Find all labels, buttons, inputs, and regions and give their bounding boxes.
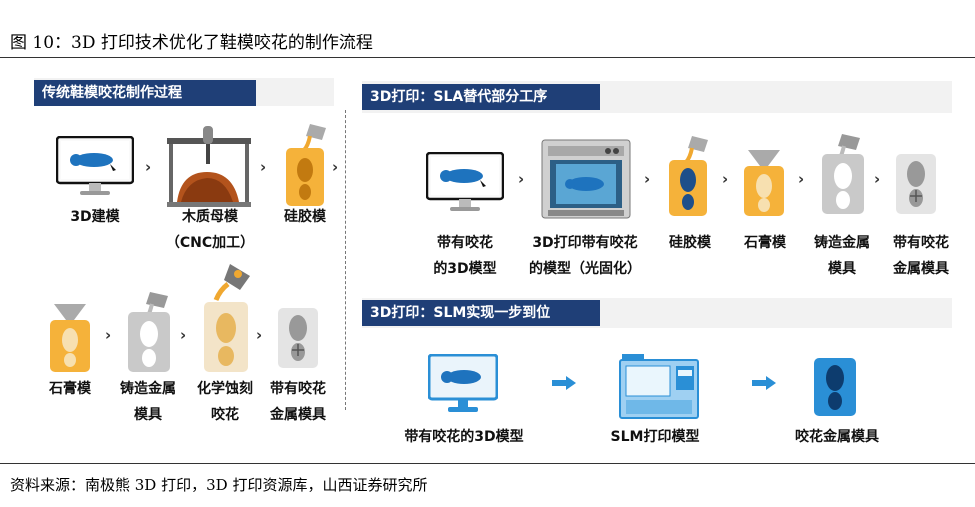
step-label: 化学蚀刻: [197, 381, 253, 397]
bottom-rule: [0, 463, 975, 464]
monitor-shoe-icon: [426, 152, 504, 216]
blue-metal-mold-icon: [812, 356, 858, 418]
step-label: 金属模具: [893, 261, 949, 277]
top-rule: [0, 57, 975, 58]
left-panel-header: 传统鞋模咬花制作过程: [34, 80, 256, 106]
step-label: 硅胶模: [284, 209, 326, 225]
step-label: 咬花金属模具: [795, 429, 879, 445]
step-label: SLM打印模型: [610, 429, 700, 445]
sla-panel-header: 3D打印：SLA替代部分工序: [362, 84, 600, 110]
step-label: 带有咬花: [893, 235, 949, 251]
arrow-right-icon: [752, 376, 776, 390]
arrow-right-icon: ›: [518, 170, 525, 188]
arrow-right-icon: ›: [332, 158, 339, 176]
arrow-right-icon: ›: [644, 170, 651, 188]
arrow-right-icon: [552, 376, 576, 390]
step-label: 3D打印带有咬花: [532, 235, 638, 251]
casting-mold-icon: [124, 290, 176, 374]
cnc-machine-icon: [163, 124, 255, 208]
slm-machine-text: SLM: [634, 349, 649, 356]
metal-mold-icon: [276, 306, 320, 370]
step-label: 3D建模: [70, 209, 120, 225]
plaster-mold-icon: [46, 302, 94, 374]
silicone-mold-icon: [664, 134, 714, 218]
step-label: 咬花: [211, 407, 239, 423]
arrow-right-icon: ›: [256, 326, 263, 344]
arrow-right-icon: ›: [180, 326, 187, 344]
arrow-right-icon: ›: [798, 170, 805, 188]
silicone-mold-icon: [280, 122, 332, 208]
sla-printer-icon: [540, 138, 632, 220]
arrow-right-icon: ›: [722, 170, 729, 188]
source-note: 资料来源：南极熊 3D 打印，3D 打印资源库，山西证券研究所: [10, 476, 428, 494]
arrow-right-icon: ›: [105, 326, 112, 344]
step-label: （CNC加工）: [165, 235, 255, 251]
step-label: 石膏模: [49, 381, 91, 397]
step-label: 金属模具: [270, 407, 326, 423]
arrow-right-icon: ›: [145, 158, 152, 176]
plaster-mold-icon: [742, 148, 786, 218]
step-label: 硅胶模: [669, 235, 711, 251]
step-label: 带有咬花: [270, 381, 326, 397]
figure-title: 图 10：3D 打印技术优化了鞋模咬花的制作流程: [10, 33, 373, 53]
casting-mold-icon: [818, 132, 868, 216]
step-label: 铸造金属: [120, 381, 176, 397]
step-label: 铸造金属: [814, 235, 870, 251]
metal-mold-icon: [894, 152, 938, 216]
chemical-etch-icon: [200, 262, 256, 374]
panel-divider: [345, 110, 346, 410]
slm-printer-icon: [618, 348, 700, 420]
arrow-right-icon: ›: [874, 170, 881, 188]
step-label: 木质母模: [182, 209, 238, 225]
step-label: 模具: [134, 407, 162, 423]
step-label: 模具: [828, 261, 856, 277]
monitor-shoe-icon: [56, 136, 134, 200]
monitor-shoe-icon: [428, 354, 498, 416]
arrow-right-icon: ›: [260, 158, 267, 176]
step-label: 的3D模型: [433, 261, 497, 277]
step-label: 的模型（光固化）: [529, 261, 641, 277]
step-label: 石膏模: [744, 235, 786, 251]
step-label: 带有咬花: [437, 235, 493, 251]
step-label: 带有咬花的3D模型: [404, 429, 524, 445]
slm-panel-header: 3D打印：SLM实现一步到位: [362, 300, 600, 326]
